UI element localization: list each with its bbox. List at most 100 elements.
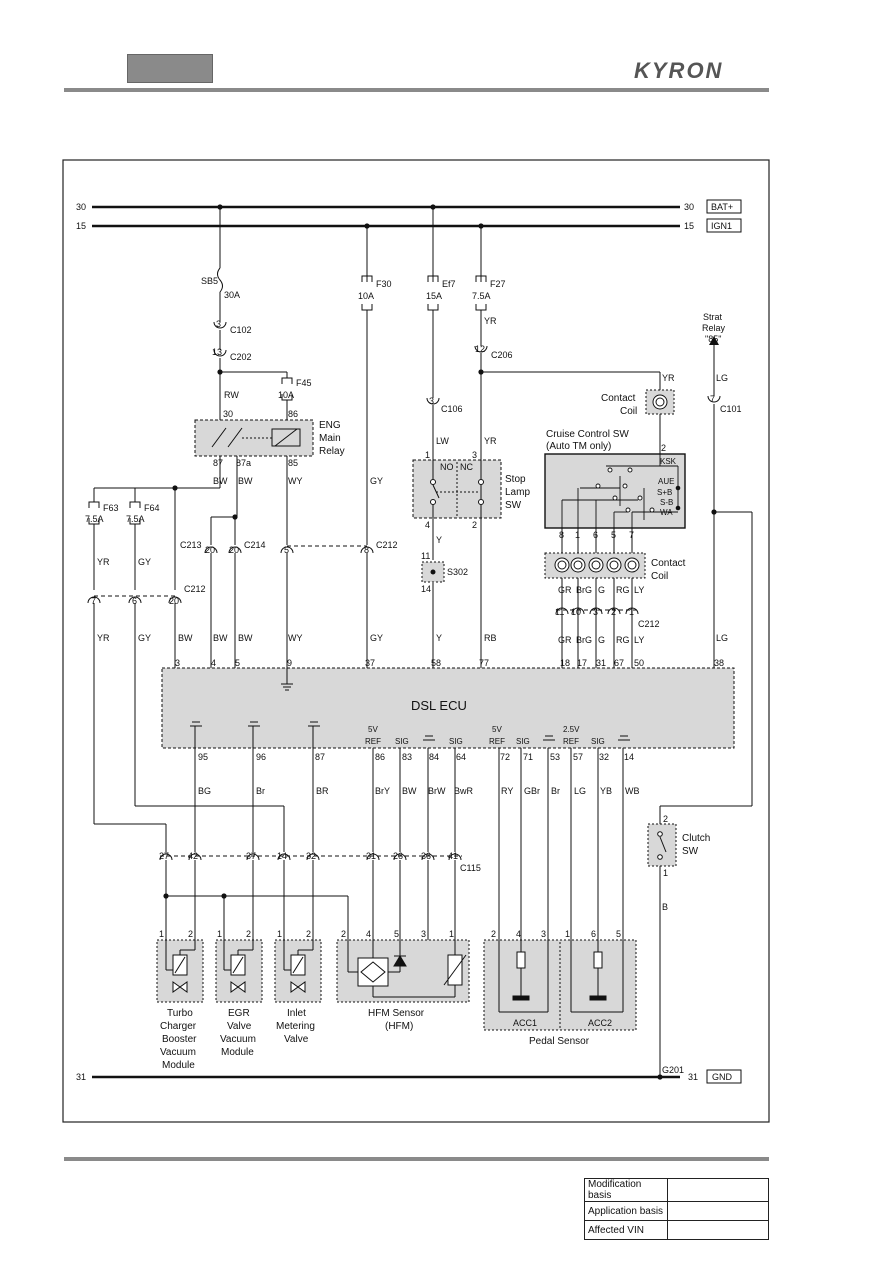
wire-br-96: Br: [256, 786, 265, 796]
header-section-box: [127, 54, 213, 83]
gnd-label: GND: [712, 1072, 733, 1082]
bat-plus-box: [706, 199, 742, 214]
table-row: Modification basis: [584, 1178, 769, 1202]
strat-relay-arrow-icon: [709, 336, 719, 345]
fuse-f27-rating: 7.5A: [472, 291, 491, 301]
c212-b-pin-7: 7: [91, 596, 96, 606]
rail-31-left: 31: [76, 1072, 86, 1082]
ecu-pin-38: 38: [714, 658, 724, 668]
splice-s302-label: S302: [447, 567, 468, 577]
egr-title-2: Valve: [227, 1021, 252, 1032]
egr-pin-2: 2: [246, 929, 251, 939]
c214-pin: 20: [229, 545, 239, 555]
pedal-pin-4: 4: [516, 929, 521, 939]
relay-title-3: Relay: [319, 446, 345, 457]
wire-b: B: [662, 902, 668, 912]
relay-pin-86: 86: [288, 409, 298, 419]
cruise-title-1: Cruise Control SW: [546, 429, 629, 440]
relay-pin-30: 30: [223, 409, 233, 419]
turbo-title-1: Turbo: [167, 1008, 193, 1019]
fuse-f30-rating: 10A: [358, 291, 374, 301]
wire-cruise-brg: BrG: [576, 585, 592, 595]
egr-title-4: Module: [221, 1047, 254, 1058]
c212-c-pin-1: 1: [629, 607, 634, 617]
turbo-title-3: Booster: [162, 1034, 197, 1045]
table-row: Application basis: [584, 1201, 769, 1221]
hfm-title-2: (HFM): [385, 1021, 413, 1032]
ecu-pin-95: 95: [198, 752, 208, 762]
c115-pin-27: 27: [159, 851, 169, 861]
ecu-bottom-pins: 95 96 87 86 83 84 64 72 71 53 57 32 14: [198, 752, 634, 762]
wire-yr-stop: YR: [484, 436, 497, 446]
wire-rb: RB: [484, 633, 497, 643]
ecu-pin-64: 64: [456, 752, 466, 762]
pedal-pin-5: 5: [616, 929, 621, 939]
stop-lamp-pin-1: 1: [425, 450, 430, 460]
wire-color-labels: RW YR YR LG LW YR BW BW WY GY Y YR GY YR…: [97, 316, 728, 912]
cruise-pin-6: 6: [593, 530, 598, 540]
ecu-pin-84: 84: [429, 752, 439, 762]
ecu-top-pins: 3 4 5 9 37 58 77 18 17 31 67 50 38: [175, 658, 724, 668]
ecu-ground-icon: [281, 668, 293, 691]
wire-bw-low: BW: [178, 633, 193, 643]
pedal-pin-3: 3: [541, 929, 546, 939]
cruise-pin-7: 7: [629, 530, 634, 540]
wire-yr-f63: YR: [97, 557, 110, 567]
relay-switch-icon: [211, 427, 301, 448]
fuse-ef7-rating: 15A: [426, 291, 442, 301]
connector-c101: C101: [720, 404, 742, 414]
clutch-switch: [647, 823, 677, 867]
pedal-acc1: ACC1: [513, 1018, 537, 1028]
c212-c-pin-10: 10: [571, 607, 581, 617]
c212-c-pin-2: 2: [611, 607, 616, 617]
wire-rw: RW: [224, 390, 239, 400]
wire-bry: BrY: [375, 786, 390, 796]
ecu-sig-b: SIG: [449, 737, 463, 746]
ecu-pin-77: 77: [479, 658, 489, 668]
wire-lg-57: LG: [574, 786, 586, 796]
turbo-pin-2: 2: [188, 929, 193, 939]
fuse-f27: F27: [490, 279, 506, 289]
clutch-switch-icon: [657, 831, 667, 860]
wire-wy-2: WY: [288, 633, 303, 643]
ecu-pin-3: 3: [175, 658, 180, 668]
egr-title-1: EGR: [228, 1008, 250, 1019]
ign1-label: IGN1: [711, 221, 732, 231]
stop-lamp-pin-4: 4: [425, 520, 430, 530]
wire-bg: BG: [198, 786, 211, 796]
ecu-pin-4: 4: [211, 658, 216, 668]
ecu-sig-c: SIG: [516, 737, 530, 746]
coil-icon-inner: [655, 397, 665, 407]
fuse-f30: F30: [376, 279, 392, 289]
contact-coil-line1: Contact: [651, 558, 686, 569]
ecu-pin-5: 5: [235, 658, 240, 668]
wire-lg-strat: LG: [716, 373, 728, 383]
cruise-label-ksk: KSK: [660, 457, 677, 466]
ecu-ref-a-2: REF: [365, 737, 381, 746]
ground-g201: G201: [662, 1065, 684, 1075]
wire-cruise-rg: RG: [616, 585, 630, 595]
fuse-f64: F64: [144, 503, 160, 513]
egr-valve-icon: [223, 940, 254, 993]
wire-yb: YB: [600, 786, 612, 796]
header-rule: [64, 88, 769, 92]
connector-c202: C202: [230, 352, 252, 362]
connector-c115: C115: [460, 863, 481, 873]
coil-ring-icons: [554, 557, 640, 573]
ecu-ref-25-2: REF: [563, 737, 579, 746]
cruise-label-aue: AUE: [658, 477, 674, 486]
cruise-label-sb-plus: S+B: [657, 488, 672, 497]
wire-wy-1: WY: [288, 476, 303, 486]
cruise-pin-top: 2: [661, 443, 666, 453]
stop-lamp-nc: NC: [460, 462, 473, 472]
pedal-acc2: ACC2: [588, 1018, 612, 1028]
cruise-pin-1: 1: [575, 530, 580, 540]
wire-gbr: GBr: [524, 786, 540, 796]
fuse-f45-rating: 10A: [278, 390, 294, 400]
wire-bw-2: BW: [238, 476, 253, 486]
wire-bw-1: BW: [213, 476, 228, 486]
wire-gy-1: GY: [370, 476, 383, 486]
c115-pin-37: 37: [246, 851, 256, 861]
hfm-sensor-icon: [347, 940, 467, 998]
